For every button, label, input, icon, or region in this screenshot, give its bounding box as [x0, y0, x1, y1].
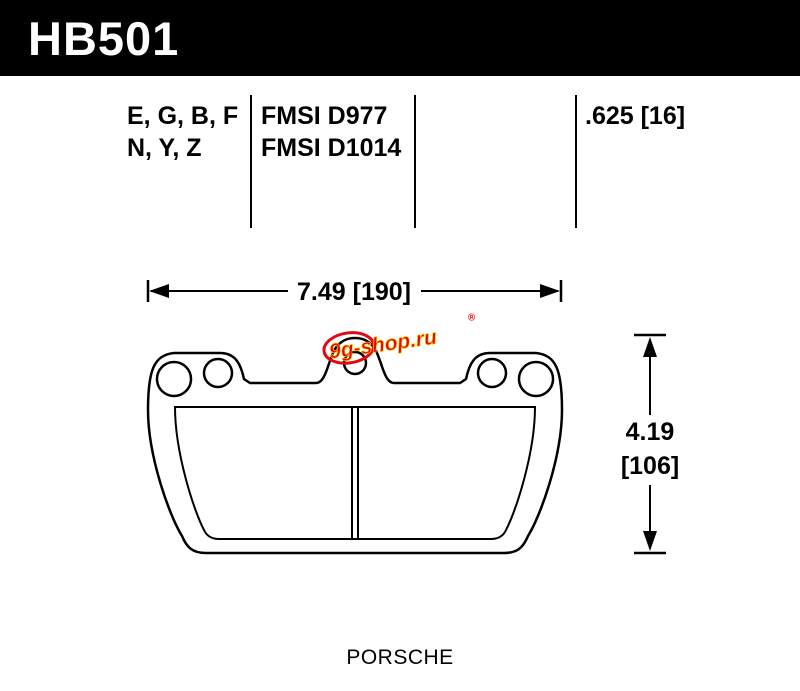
- fmsi-line1: FMSI D977: [261, 102, 388, 130]
- width-dimension-label: 7.49 [190]: [297, 278, 411, 306]
- fmsi-line2: FMSI D1014: [261, 134, 402, 162]
- brake-pad-outline: [146, 336, 564, 555]
- compound-codes-line2: N, Y, Z: [127, 134, 202, 162]
- watermark-group: 9g-shop.ru ®: [322, 312, 477, 365]
- height-dimension-label-in: 4.19: [626, 418, 675, 446]
- pad-hole-right-outer: [517, 360, 555, 398]
- table-divider-3: [575, 95, 577, 228]
- watermark-logo: 9g-shop.ru ®: [322, 312, 477, 365]
- table-divider-2: [414, 95, 416, 228]
- brake-pad-drawing: 7.49 [190]: [146, 278, 679, 555]
- width-dim-right-arrow-icon: [540, 284, 560, 298]
- height-dimension-label-mm: [106]: [621, 452, 679, 480]
- width-dim-left-arrow-icon: [149, 284, 169, 298]
- compound-codes-column: E, G, B, F N, Y, Z: [127, 100, 238, 164]
- pad-hole-left-outer: [155, 360, 193, 398]
- pad-backing-plate: [146, 336, 564, 555]
- pad-thickness-column: .625 [16]: [585, 100, 685, 132]
- application-name: PORSCHE: [346, 646, 454, 669]
- pad-thickness-value: .625 [16]: [585, 102, 686, 130]
- table-divider-1: [250, 95, 252, 228]
- pad-friction-outline: [173, 406, 537, 540]
- pad-hole-right-inner: [476, 357, 508, 389]
- fmsi-column: FMSI D977 FMSI D1014: [261, 100, 401, 164]
- height-dim-down-arrow-icon: [643, 531, 657, 551]
- compound-codes-line1: E, G, B, F: [127, 102, 239, 130]
- height-dim-up-arrow-icon: [643, 337, 657, 357]
- part-number: HB501: [28, 11, 180, 65]
- header-bar: HB501: [0, 0, 800, 76]
- watermark-ellipse-icon: [322, 331, 376, 365]
- watermark-text: 9g-shop.ru: [328, 326, 439, 364]
- watermark-registered-mark: ®: [467, 312, 476, 324]
- width-dimension: [146, 280, 563, 302]
- height-dimension: [634, 333, 666, 555]
- pad-hole-left-inner: [202, 357, 234, 389]
